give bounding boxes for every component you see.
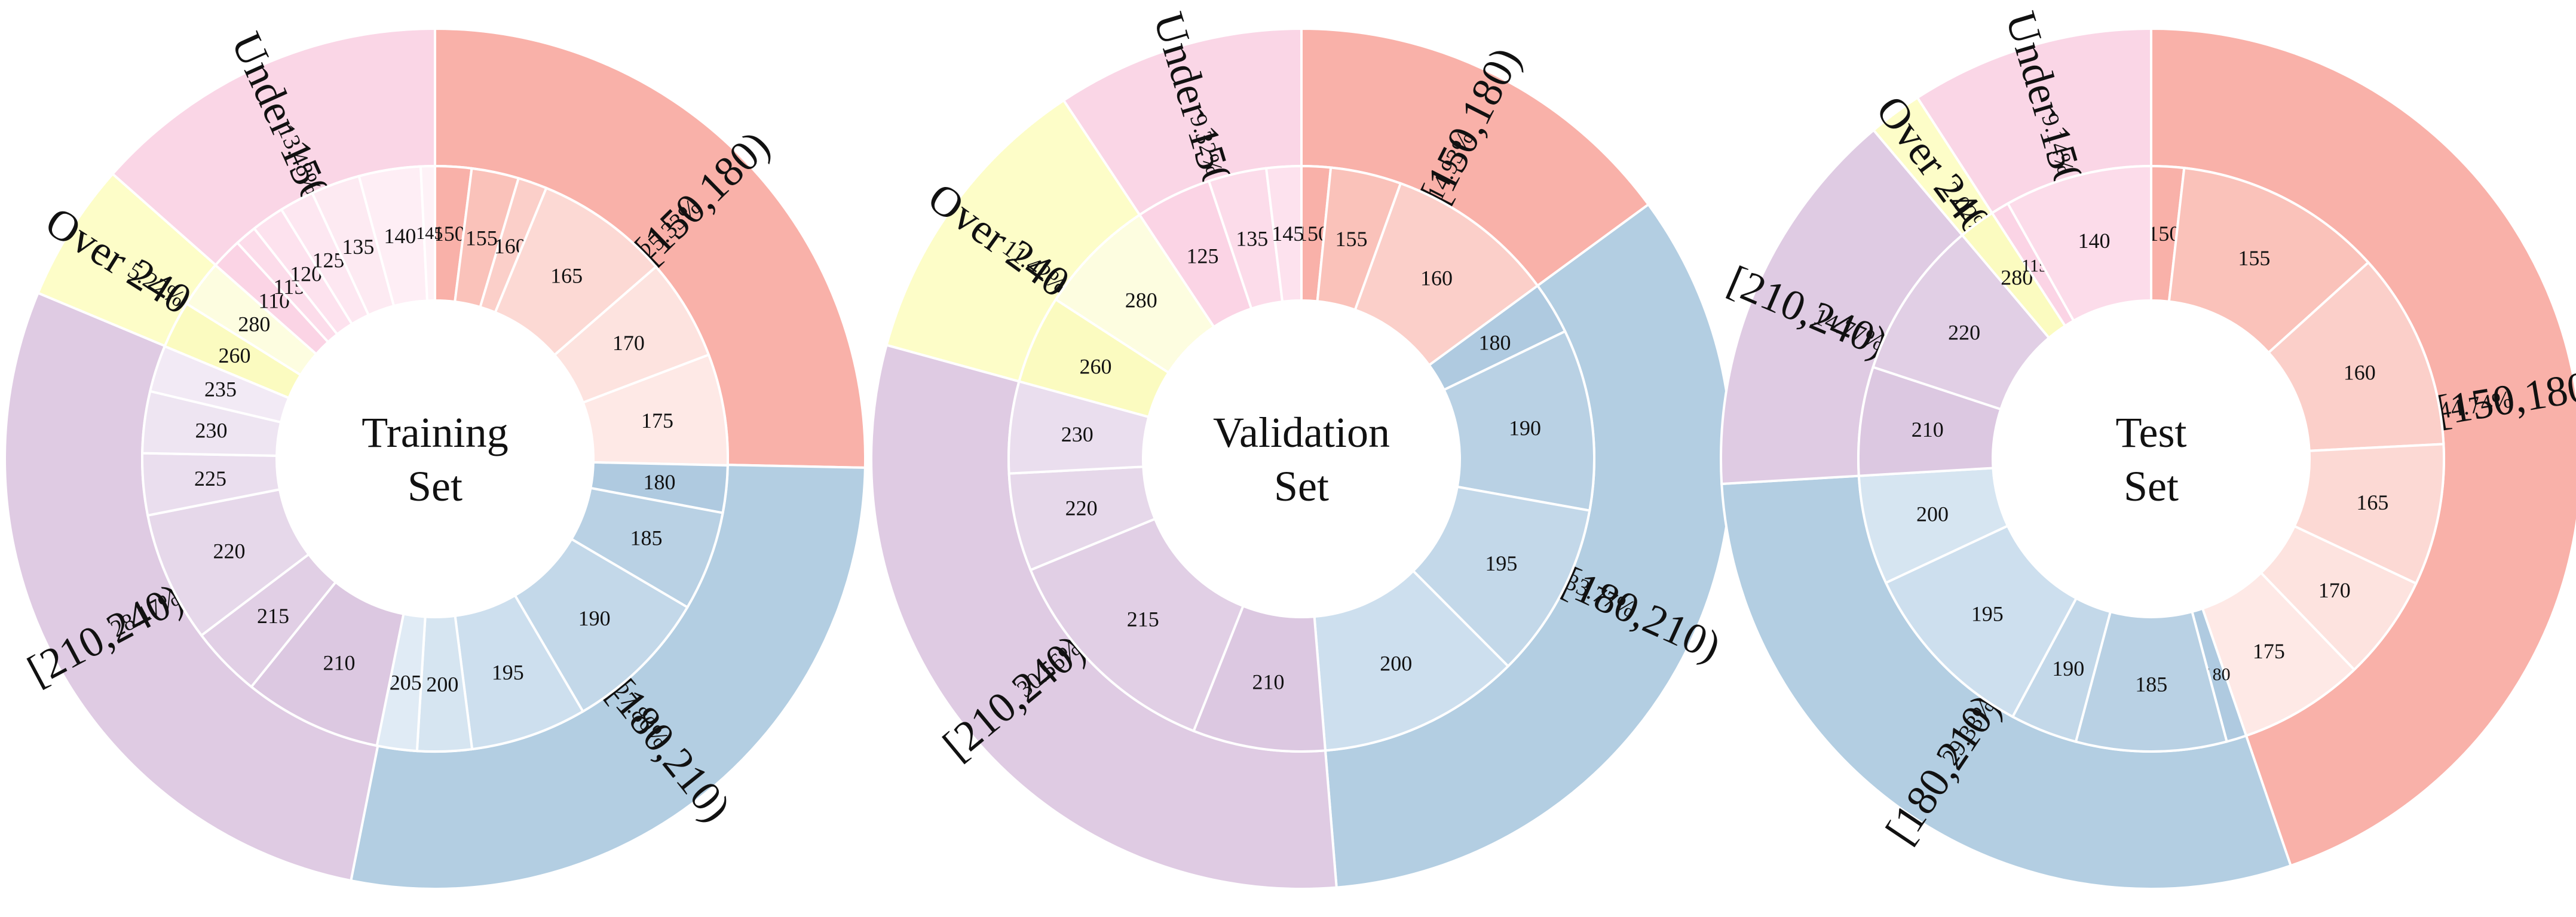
inner-label-150: 150 [433, 222, 465, 246]
inner-segment-195 [1411, 485, 1591, 668]
inner-label-170: 170 [2318, 578, 2351, 602]
inner-label-165: 165 [2356, 490, 2388, 514]
inner-label-185: 185 [2135, 672, 2167, 696]
inner-segment-140 [2006, 164, 2152, 323]
inner-label-200: 200 [1916, 502, 1949, 526]
inner-label-175: 175 [641, 409, 673, 433]
inner-label-195: 195 [1485, 551, 1517, 575]
inner-label-200: 200 [1380, 652, 1412, 676]
inner-label-200: 200 [426, 672, 458, 696]
validation-set-sunburst: [150,180)14.93%[180,210)33.77%[210,240)3… [870, 7, 1733, 890]
inner-label-175: 175 [2253, 639, 2285, 663]
inner-label-195: 195 [492, 660, 524, 684]
inner-label-190: 190 [1509, 416, 1541, 440]
inner-label-210: 210 [1912, 418, 1944, 441]
center-label-line-1: Training [362, 409, 508, 456]
inner-label-260: 260 [219, 344, 251, 367]
inner-label-140: 140 [2078, 229, 2111, 253]
inner-label-220: 220 [1948, 321, 1980, 345]
inner-label-230: 230 [195, 419, 227, 443]
inner-segment-195 [1884, 524, 2078, 719]
inner-label-260: 260 [1080, 355, 1112, 379]
inner-segment-145 [1264, 164, 1303, 303]
inner-label-205: 205 [390, 670, 422, 694]
inner-label-210: 210 [323, 651, 356, 675]
inner-segment-215 [1029, 517, 1245, 733]
inner-label-160: 160 [2344, 361, 2376, 385]
inner-label-140: 140 [384, 224, 416, 248]
center-label-line-2: Set [408, 462, 462, 510]
inner-label-155: 155 [465, 226, 498, 250]
inner-segment-200 [1313, 569, 1510, 752]
inner-label-170: 170 [612, 331, 645, 355]
inner-label-155: 155 [2238, 246, 2270, 270]
inner-label-190: 190 [578, 606, 611, 630]
inner-label-235: 235 [204, 377, 237, 401]
inner-label-185: 185 [630, 526, 662, 550]
inner-label-190: 190 [2052, 657, 2084, 680]
inner-label-215: 215 [257, 604, 289, 628]
inner-label-180: 180 [643, 470, 675, 494]
inner-label-220: 220 [213, 539, 245, 563]
inner-label-210: 210 [1252, 670, 1284, 694]
inner-label-160: 160 [1420, 266, 1453, 290]
center-label-line-1: Validation [1213, 409, 1390, 456]
inner-label-155: 155 [1336, 227, 1368, 251]
inner-label-145: 145 [1272, 222, 1304, 246]
inner-label-145: 145 [416, 223, 443, 243]
inner-segment-145 [419, 164, 436, 302]
inner-segment-160 [2266, 260, 2445, 452]
inner-label-135: 135 [342, 235, 374, 259]
inner-label-280: 280 [1125, 288, 1157, 312]
test-set-sunburst: [150,180)44.74%[180,210)29.33%[210,240)1… [1720, 7, 2576, 890]
training-set-sunburst: [150,180)25.33%[180,210)27.80%[210,240)2… [4, 25, 866, 890]
center-label-line-1: Test [2116, 409, 2187, 456]
center-label-line-2: Set [2124, 462, 2179, 510]
center-label-line-2: Set [1274, 462, 1329, 510]
inner-label-280: 280 [238, 312, 270, 336]
inner-label-215: 215 [1127, 608, 1159, 631]
inner-label-165: 165 [550, 263, 583, 287]
inner-label-225: 225 [194, 467, 226, 490]
inner-label-195: 195 [1971, 602, 2004, 625]
inner-label-220: 220 [1065, 496, 1098, 520]
inner-label-135: 135 [1236, 227, 1268, 251]
inner-label-125: 125 [1187, 244, 1219, 268]
inner-label-180: 180 [1478, 330, 1511, 354]
inner-label-230: 230 [1061, 422, 1094, 446]
